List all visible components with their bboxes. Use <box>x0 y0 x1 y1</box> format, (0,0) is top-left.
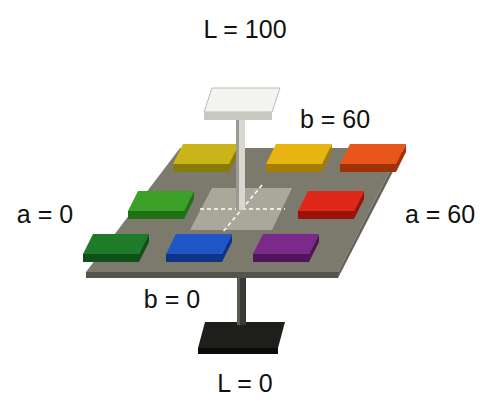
axis-label: a = 0 <box>17 201 73 229</box>
axis-label: a = 60 <box>405 201 475 229</box>
color-tile <box>166 234 232 254</box>
white-top-slab <box>204 88 280 112</box>
color-tile-side <box>298 211 354 219</box>
axis-label: L = 0 <box>217 370 272 398</box>
upper-pillar <box>236 112 245 210</box>
upper-pillar-shade <box>236 112 239 210</box>
color-tile-side <box>266 164 322 172</box>
color-tile-side <box>173 164 229 172</box>
black-base-slab <box>198 322 285 348</box>
color-tile-side <box>128 211 184 219</box>
color-tile-side <box>83 254 139 262</box>
color-tile-side <box>340 164 396 172</box>
color-tile <box>173 144 239 164</box>
axis-label: L = 100 <box>203 16 286 44</box>
axis-label: b = 60 <box>300 106 370 134</box>
black-base-side <box>198 348 278 354</box>
axis-label: b = 0 <box>144 286 200 314</box>
color-tile <box>340 144 406 164</box>
color-tile <box>298 191 364 211</box>
color-tile-side <box>166 254 222 262</box>
color-tile <box>128 191 194 211</box>
base-plane-edge <box>86 272 338 278</box>
white-top-side <box>204 112 272 120</box>
color-tile <box>253 234 319 254</box>
color-tile-side <box>253 254 309 262</box>
color-tile <box>266 144 332 164</box>
color-tile <box>83 234 149 254</box>
